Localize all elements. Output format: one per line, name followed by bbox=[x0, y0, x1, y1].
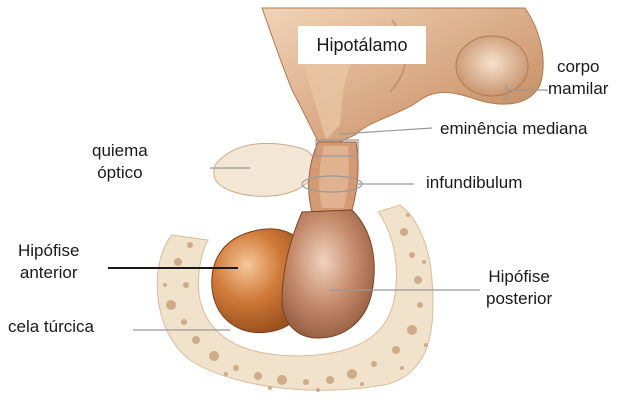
optic-chiasm-shape bbox=[214, 143, 315, 196]
posterior-pituitary-shape bbox=[282, 210, 374, 338]
median-eminence-label: eminência mediana bbox=[440, 118, 587, 140]
optic-chiasm-label: quiema óptico bbox=[92, 140, 148, 184]
mammillary-body-shape bbox=[456, 36, 528, 96]
mammillary-body-label: corpo mamilar bbox=[548, 56, 608, 100]
sella-turcica-label: cela túrcica bbox=[8, 316, 94, 338]
infundibulum-label: infundibulum bbox=[426, 172, 522, 194]
hypothalamus-label: Hipotálamo bbox=[298, 26, 426, 64]
posterior-pituitary-label: Hipófise posterior bbox=[486, 266, 552, 310]
anterior-pituitary-label: Hipófise anterior bbox=[18, 240, 79, 284]
